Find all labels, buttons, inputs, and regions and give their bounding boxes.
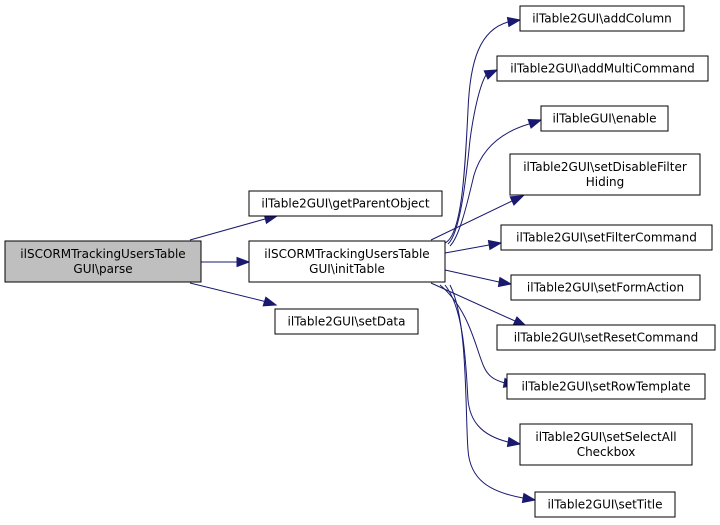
edge-line bbox=[444, 269, 500, 283]
arrowhead bbox=[521, 492, 537, 504]
node-label: ilTable2GUI\setTitle bbox=[547, 498, 662, 512]
node-box bbox=[509, 153, 701, 196]
node-set-data[interactable]: ilTable2GUI\setData bbox=[274, 308, 419, 335]
node-box bbox=[4, 240, 202, 283]
edges-layer bbox=[189, 16, 543, 504]
node-enable[interactable]: ilTableGUI\enable bbox=[540, 105, 669, 132]
edge-line bbox=[189, 282, 265, 302]
node-box bbox=[496, 55, 709, 82]
node-box bbox=[248, 240, 446, 283]
edge-init-table-to-set-title bbox=[449, 284, 537, 504]
node-box bbox=[540, 105, 669, 132]
node-set-row-template[interactable]: ilTable2GUI\setRowTemplate bbox=[506, 373, 706, 400]
arrowhead bbox=[506, 436, 522, 448]
node-label: ilTable2GUI\setDisableFilter bbox=[523, 160, 687, 174]
node-set-form-action[interactable]: ilTable2GUI\setFormAction bbox=[510, 274, 701, 301]
arrowhead bbox=[262, 296, 278, 307]
node-box bbox=[519, 5, 685, 32]
arrowhead bbox=[236, 256, 251, 268]
arrowhead bbox=[497, 276, 513, 288]
edge-line bbox=[444, 244, 490, 254]
node-box bbox=[496, 324, 716, 351]
node-box bbox=[274, 308, 419, 335]
node-label: ilSCORMTrackingUsersTable bbox=[20, 247, 185, 261]
node-label: ilSCORMTrackingUsersTable bbox=[264, 247, 429, 261]
node-set-filter-command[interactable]: ilTable2GUI\setFilterCommand bbox=[500, 224, 713, 251]
edge-root-to-set-data bbox=[189, 282, 278, 307]
node-set-reset-command[interactable]: ilTable2GUI\setResetCommand bbox=[496, 324, 716, 351]
edge-line bbox=[447, 74, 487, 245]
edge-init-table-to-set-disable-filter-hiding bbox=[430, 195, 525, 241]
arrowhead bbox=[527, 118, 543, 129]
node-box bbox=[519, 423, 693, 466]
edge-line bbox=[430, 200, 513, 241]
node-box bbox=[500, 224, 713, 251]
edge-line bbox=[444, 21, 509, 244]
node-add-column[interactable]: ilTable2GUI\addColumn bbox=[519, 5, 685, 32]
node-label: ilTable2GUI\setFormAction bbox=[527, 281, 684, 295]
edge-root-to-get-parent-object bbox=[189, 213, 279, 241]
edge-init-table-to-add-column bbox=[444, 16, 522, 244]
arrowhead bbox=[509, 195, 525, 206]
edge-init-table-to-set-select-all-checkbox bbox=[444, 284, 522, 448]
edge-init-table-to-set-form-action bbox=[444, 269, 513, 288]
edge-init-table-to-set-filter-command bbox=[444, 239, 503, 254]
node-box bbox=[248, 190, 443, 217]
edge-line bbox=[439, 284, 506, 384]
node-label: GUI\parse bbox=[73, 262, 132, 276]
node-label: ilTable2GUI\setSelectAll bbox=[535, 430, 676, 444]
node-label: ilTable2GUI\addMultiCommand bbox=[510, 62, 695, 76]
node-set-title[interactable]: ilTable2GUI\setTitle bbox=[534, 491, 676, 518]
edge-root-to-init-table bbox=[201, 256, 251, 268]
node-box bbox=[510, 274, 701, 301]
node-box bbox=[506, 373, 706, 400]
edge-line bbox=[189, 218, 266, 241]
edge-line bbox=[449, 284, 524, 499]
node-label: GUI\initTable bbox=[309, 262, 385, 276]
edge-init-table-to-add-multi-command bbox=[447, 69, 499, 245]
node-label: ilTable2GUI\setData bbox=[288, 315, 406, 329]
arrowhead bbox=[506, 16, 522, 28]
node-get-parent-object[interactable]: ilTable2GUI\getParentObject bbox=[248, 190, 443, 217]
node-add-multi-command[interactable]: ilTable2GUI\addMultiCommand bbox=[496, 55, 709, 82]
nodes-layer: ilSCORMTrackingUsersTableGUI\parseilTabl… bbox=[4, 5, 716, 518]
arrowhead bbox=[487, 239, 503, 251]
node-label: ilTable2GUI\setRowTemplate bbox=[521, 380, 690, 394]
node-label: ilTable2GUI\setFilterCommand bbox=[516, 231, 697, 245]
node-label: ilTableGUI\enable bbox=[552, 112, 656, 126]
node-label: Hiding bbox=[586, 175, 625, 189]
edge-init-table-to-enable bbox=[449, 118, 543, 247]
edge-line bbox=[449, 123, 530, 247]
node-box bbox=[534, 491, 676, 518]
node-label: ilTable2GUI\setResetCommand bbox=[514, 331, 699, 345]
node-label: ilTable2GUI\addColumn bbox=[532, 12, 672, 26]
node-label: Checkbox bbox=[577, 445, 636, 459]
edge-line bbox=[444, 284, 509, 443]
arrowhead bbox=[483, 69, 499, 80]
node-label: ilTable2GUI\getParentObject bbox=[261, 197, 429, 211]
